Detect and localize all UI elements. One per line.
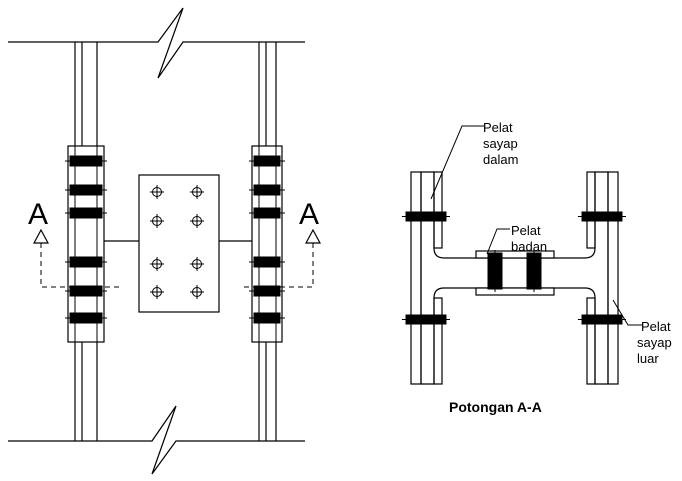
- web-bolt: [190, 257, 204, 271]
- bottom-break-line: [8, 405, 305, 475]
- label-outer-flange-1: Pelat: [641, 319, 671, 334]
- left-flange-bolts: [65, 155, 107, 324]
- web-splice-bolts: [150, 185, 204, 299]
- label-outer-flange-2: sayap: [637, 335, 672, 350]
- section-arrow-left-icon: [32, 228, 50, 244]
- web-plate-top: [475, 250, 555, 259]
- left-flange-splice-plate: [67, 145, 105, 343]
- section-mark-right: A: [299, 198, 319, 231]
- label-inner-flange-1: Pelat: [483, 120, 513, 135]
- label-web-plate-1: Pelat: [511, 223, 541, 238]
- web-bolt: [150, 214, 164, 228]
- right-flange-splice-plate: [251, 145, 283, 343]
- section-cut-left: A: [28, 198, 120, 288]
- top-break-line: [8, 7, 305, 79]
- outer-flange-plate-right: [607, 171, 619, 385]
- section-cut-right: A: [242, 198, 322, 288]
- section-title: Potongan A-A: [449, 399, 542, 415]
- section-bolts: [402, 211, 626, 325]
- leader-inner-flange: [430, 125, 485, 200]
- web-bolt: [190, 285, 204, 299]
- right-column: [249, 42, 285, 441]
- right-flange-bolts: [249, 155, 285, 324]
- elevation-view: A A: [8, 7, 322, 475]
- leader-web-plate: [486, 228, 510, 255]
- web-plate-bottom: [475, 287, 555, 296]
- inner-flange-plate-left-bottom: [433, 297, 443, 385]
- web-bolt: [150, 257, 164, 271]
- label-inner-flange-3: dalam: [483, 152, 518, 167]
- web-bolt: [190, 214, 204, 228]
- label-inner-flange-2: sayap: [483, 136, 518, 151]
- web-splice-plate: [138, 174, 220, 313]
- web-bolt: [190, 185, 204, 199]
- label-outer-flange-3: luar: [637, 351, 659, 366]
- left-column: [65, 42, 107, 441]
- leader-outer-flange: [612, 299, 642, 326]
- web-bolt: [150, 285, 164, 299]
- section-view: Pelat sayap dalam Pelat badan Pelat saya…: [402, 120, 672, 415]
- outer-flange-plate-left: [410, 171, 422, 385]
- inner-flange-plate-right-top: [586, 171, 596, 249]
- web-bolt: [150, 185, 164, 199]
- inner-flange-plate-right-bottom: [586, 297, 596, 385]
- label-web-plate-2: badan: [511, 239, 547, 254]
- h-profile: [420, 171, 609, 385]
- section-mark-left: A: [28, 198, 48, 231]
- section-arrow-right-icon: [304, 228, 322, 244]
